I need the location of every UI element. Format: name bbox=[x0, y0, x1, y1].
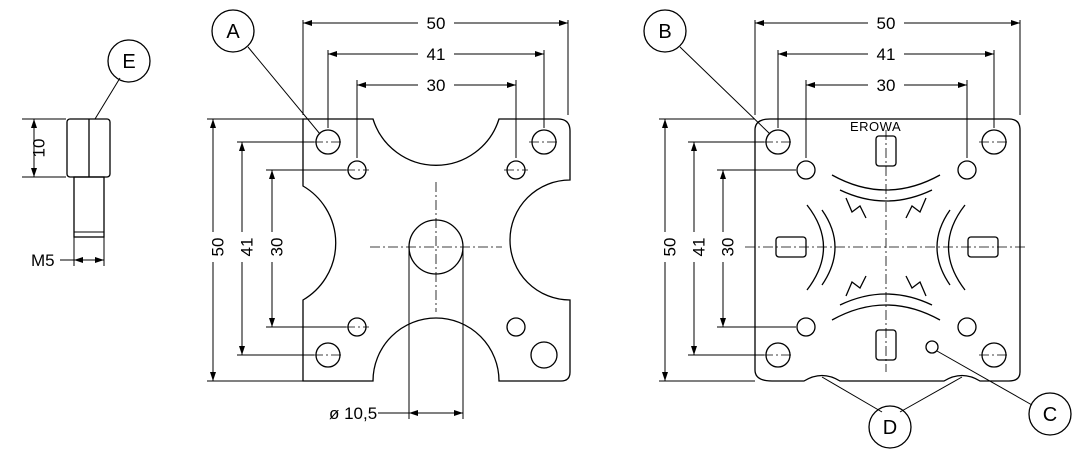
callout-e-label: E bbox=[122, 51, 135, 73]
callout-c-label: C bbox=[1043, 404, 1057, 426]
plate-a-bore-dim: ø 10,5 bbox=[329, 404, 377, 423]
plate-a-height-50: 50 bbox=[208, 238, 227, 257]
plate-a-width-50: 50 bbox=[427, 14, 446, 33]
plate-b-width-30: 30 bbox=[877, 76, 896, 95]
plate-a-width-41: 41 bbox=[427, 45, 446, 64]
plate-b-height-50: 50 bbox=[660, 238, 679, 257]
erowa-logo: EROWA bbox=[850, 119, 901, 134]
screw-e: 10 M5 E bbox=[22, 39, 151, 270]
plate-a-width-30: 30 bbox=[427, 76, 446, 95]
plate-b: EROWA bbox=[643, 9, 1072, 449]
plate-a-height-30: 30 bbox=[267, 238, 286, 257]
plate-b-width-41: 41 bbox=[877, 45, 896, 64]
callout-d-label: D bbox=[883, 417, 897, 439]
plate-b-height-41: 41 bbox=[689, 238, 708, 257]
callout-b-label: B bbox=[658, 21, 671, 43]
plate-a: 50 41 30 50 41 30 bbox=[202, 9, 571, 423]
plate-a-height-41: 41 bbox=[237, 238, 256, 257]
screw-height-dim: 10 bbox=[29, 139, 48, 158]
plate-b-height-30: 30 bbox=[718, 238, 737, 257]
screw-thread-dim: M5 bbox=[31, 251, 55, 270]
callout-a-label: A bbox=[226, 21, 240, 43]
plate-b-width-50: 50 bbox=[877, 14, 896, 33]
